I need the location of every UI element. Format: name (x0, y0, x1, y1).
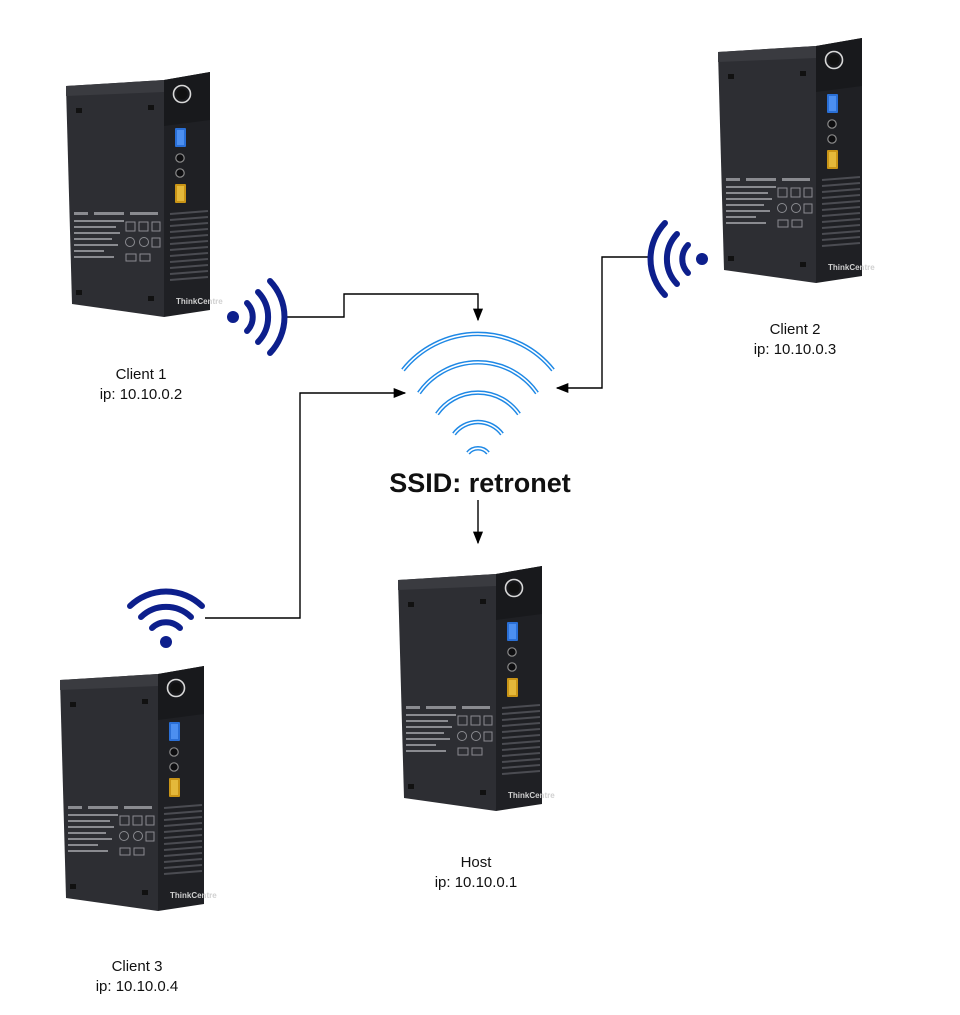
node-ip: ip: 10.10.0.3 (753, 341, 837, 358)
node-label-client1: Client 1 ip: 10.10.0.2 (41, 365, 241, 405)
node-ip: ip: 10.10.0.4 (95, 978, 179, 995)
link-client3-ap (205, 387, 407, 619)
node-name: Client 3 (111, 958, 163, 975)
node-label-host: Host ip: 10.10.0.1 (376, 853, 576, 893)
node-name: Client 2 (769, 321, 821, 338)
desktop-pc-icon-client1 (65, 71, 225, 318)
node-ip: ip: 10.10.0.2 (99, 386, 183, 403)
wifi-signal-icon-client1 (227, 278, 288, 356)
desktop-pc-icon-host (397, 565, 557, 812)
desktop-pc-icon-client3 (59, 665, 219, 912)
connections (205, 256, 648, 619)
wifi-signal-icon-client2 (647, 220, 708, 298)
wifi-signal-icon-client3 (127, 588, 205, 648)
link-client2-ap (555, 256, 648, 394)
node-label-client3: Client 3 ip: 10.10.0.4 (37, 957, 237, 997)
node-name: Client 1 (115, 366, 167, 383)
link-client1-ap (287, 293, 484, 322)
node-ip: ip: 10.10.0.1 (434, 874, 518, 891)
node-label-client2: Client 2 ip: 10.10.0.3 (695, 320, 895, 360)
desktop-pc-icon-client2 (717, 37, 877, 284)
node-name: Host (460, 854, 492, 871)
ssid-label: SSID: retronet (389, 468, 571, 498)
